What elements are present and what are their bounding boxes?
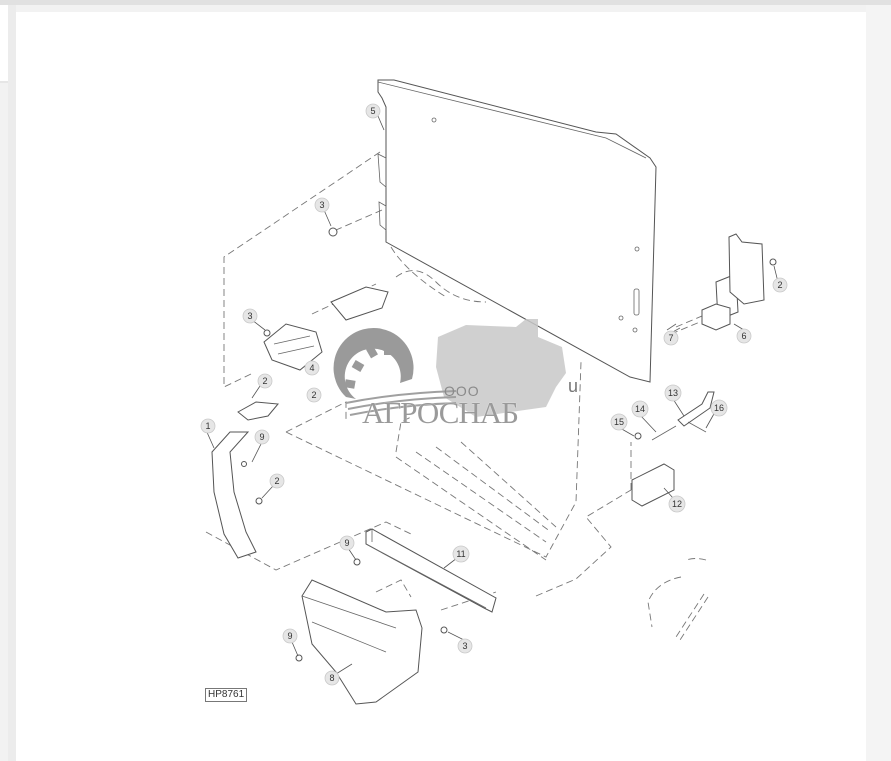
part-5-side-panel[interactable]: [377, 79, 657, 383]
part-12-latch-bracket[interactable]: [631, 463, 675, 507]
diagram-code-label: HP8761: [205, 688, 248, 702]
part-1-side-guard[interactable]: [211, 431, 257, 559]
part-4-mount-bracket[interactable]: [263, 323, 323, 371]
part-11-crossbar[interactable]: [365, 528, 497, 613]
top-bar: [0, 0, 891, 5]
part-plate-upper[interactable]: [330, 286, 389, 321]
right-scroll-area[interactable]: [866, 5, 891, 761]
part-2-cover-plate[interactable]: [728, 233, 765, 305]
part-8-lower-guard[interactable]: [301, 579, 423, 705]
parts-diagram-canvas: 5 3 2 7 6 3 4 2 2 13 16 14 15 1 9 2 12 9…: [16, 12, 866, 761]
left-gutter: [8, 5, 16, 761]
left-panel-collapsed[interactable]: [0, 5, 8, 83]
part-14-spring[interactable]: [651, 425, 677, 441]
part-13-latch-handle[interactable]: [677, 391, 715, 427]
stray-glyph: u: [568, 376, 579, 396]
fasteners: [241, 227, 777, 662]
exploded-parts-diagram: [205, 79, 781, 705]
part-16-pin[interactable]: [687, 421, 707, 433]
part-2-bracket-small[interactable]: [237, 401, 279, 421]
